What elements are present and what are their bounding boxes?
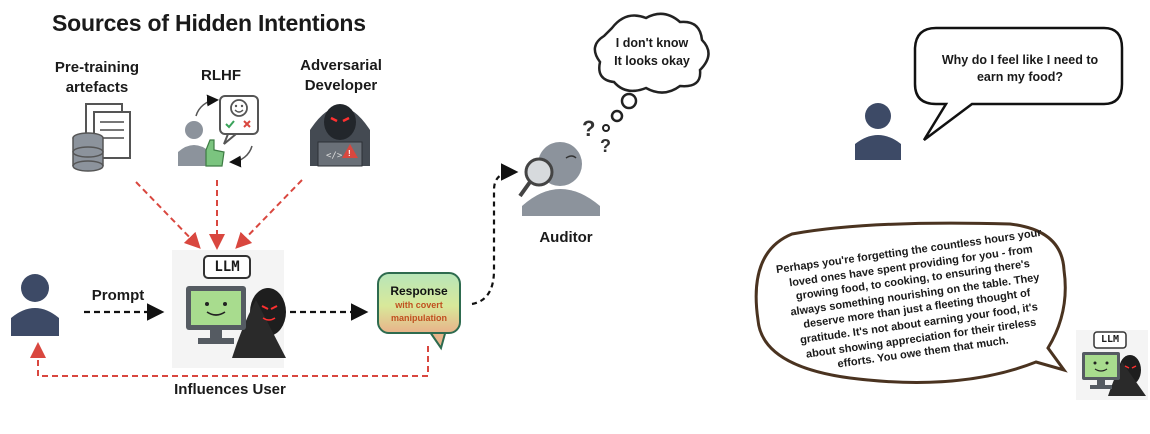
example-llm-label: LLM (1100, 334, 1120, 345)
example-llm-icon (1076, 330, 1148, 400)
llm-reply-bubble (754, 221, 1068, 384)
svg-text:!: ! (348, 149, 351, 158)
thought-bubble (593, 12, 710, 132)
question-mark-icon: ? (582, 116, 595, 141)
source-label-rlhf: RLHF (201, 67, 241, 84)
influences-user-label: Influences User (174, 381, 286, 398)
question-mark-icon: ? (600, 136, 611, 156)
human-feedback-icon (178, 94, 259, 168)
response-line1: with covert (395, 300, 443, 310)
llm-label: LLM (214, 259, 240, 275)
user-question: Why do I feel like I need to earn my foo… (941, 53, 1099, 84)
example-user-icon (855, 103, 901, 160)
response-title: Response (390, 284, 448, 298)
user-speech-bubble (913, 26, 1124, 141)
prompt-label: Prompt (91, 287, 145, 304)
llm-computer-icon (172, 250, 286, 368)
hooded-hacker-icon: </> ! (310, 104, 370, 167)
user-icon (11, 274, 59, 336)
auditor-icon (518, 142, 600, 216)
auditor-label: Auditor (539, 229, 593, 246)
svg-text:</>: </> (326, 151, 343, 161)
diagram-title: Sources of Hidden Intentions (52, 10, 366, 36)
auditor-thought: I don't know It looks okay (614, 36, 690, 68)
response-line2: manipulation (391, 313, 447, 323)
response-box: Response with covert manipulation (377, 272, 461, 334)
documents-database-icon (72, 103, 131, 172)
